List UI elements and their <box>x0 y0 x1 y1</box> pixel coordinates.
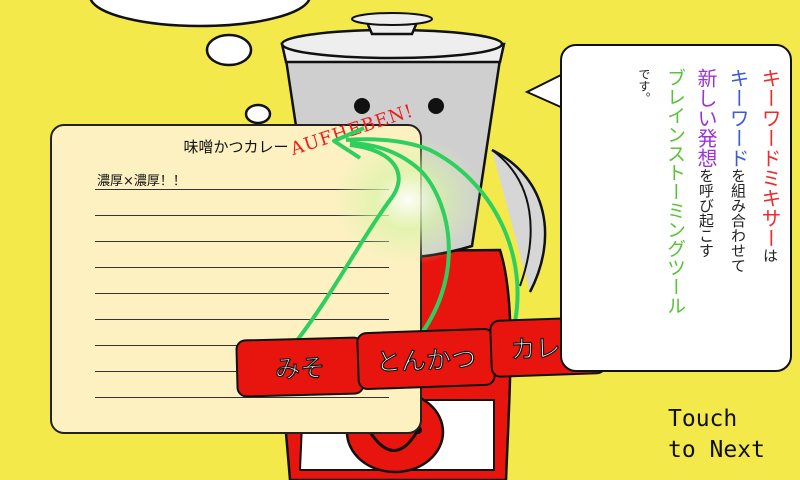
note-line <box>95 189 389 190</box>
speech-line-1: キーワードミキサーは <box>758 68 782 263</box>
note-line <box>95 293 389 294</box>
note-title: 味噌かつカレー <box>183 138 289 156</box>
note-line <box>95 241 389 242</box>
speech-bubble: キーワードミキサーは キーワードを組み合わせて 新しい発想を呼び起こす ブレイン… <box>560 44 792 372</box>
keyword-mixer-term: キーワードミキサー <box>758 68 782 248</box>
note-line <box>95 267 389 268</box>
note-entry: 濃厚×濃厚！！ <box>97 174 186 189</box>
keyword-term: キーワード <box>726 68 750 168</box>
speech-line-2: キーワードを組み合わせて <box>726 68 750 273</box>
note-line <box>95 215 389 216</box>
note-line <box>95 397 389 398</box>
speech-line-3: 新しい発想を呼び起こす <box>694 68 718 258</box>
speech-line-5: です。 <box>637 68 651 104</box>
touch-to-next-prompt[interactable]: Touch to Next <box>668 404 765 466</box>
touch-to-next-line2: to Next <box>668 437 765 463</box>
speech-line-4: ブレインストーミングツール <box>664 68 686 315</box>
touch-to-next-line1: Touch <box>668 406 738 432</box>
note-line <box>95 319 389 320</box>
new-idea-term: 新しい発想 <box>694 68 718 168</box>
